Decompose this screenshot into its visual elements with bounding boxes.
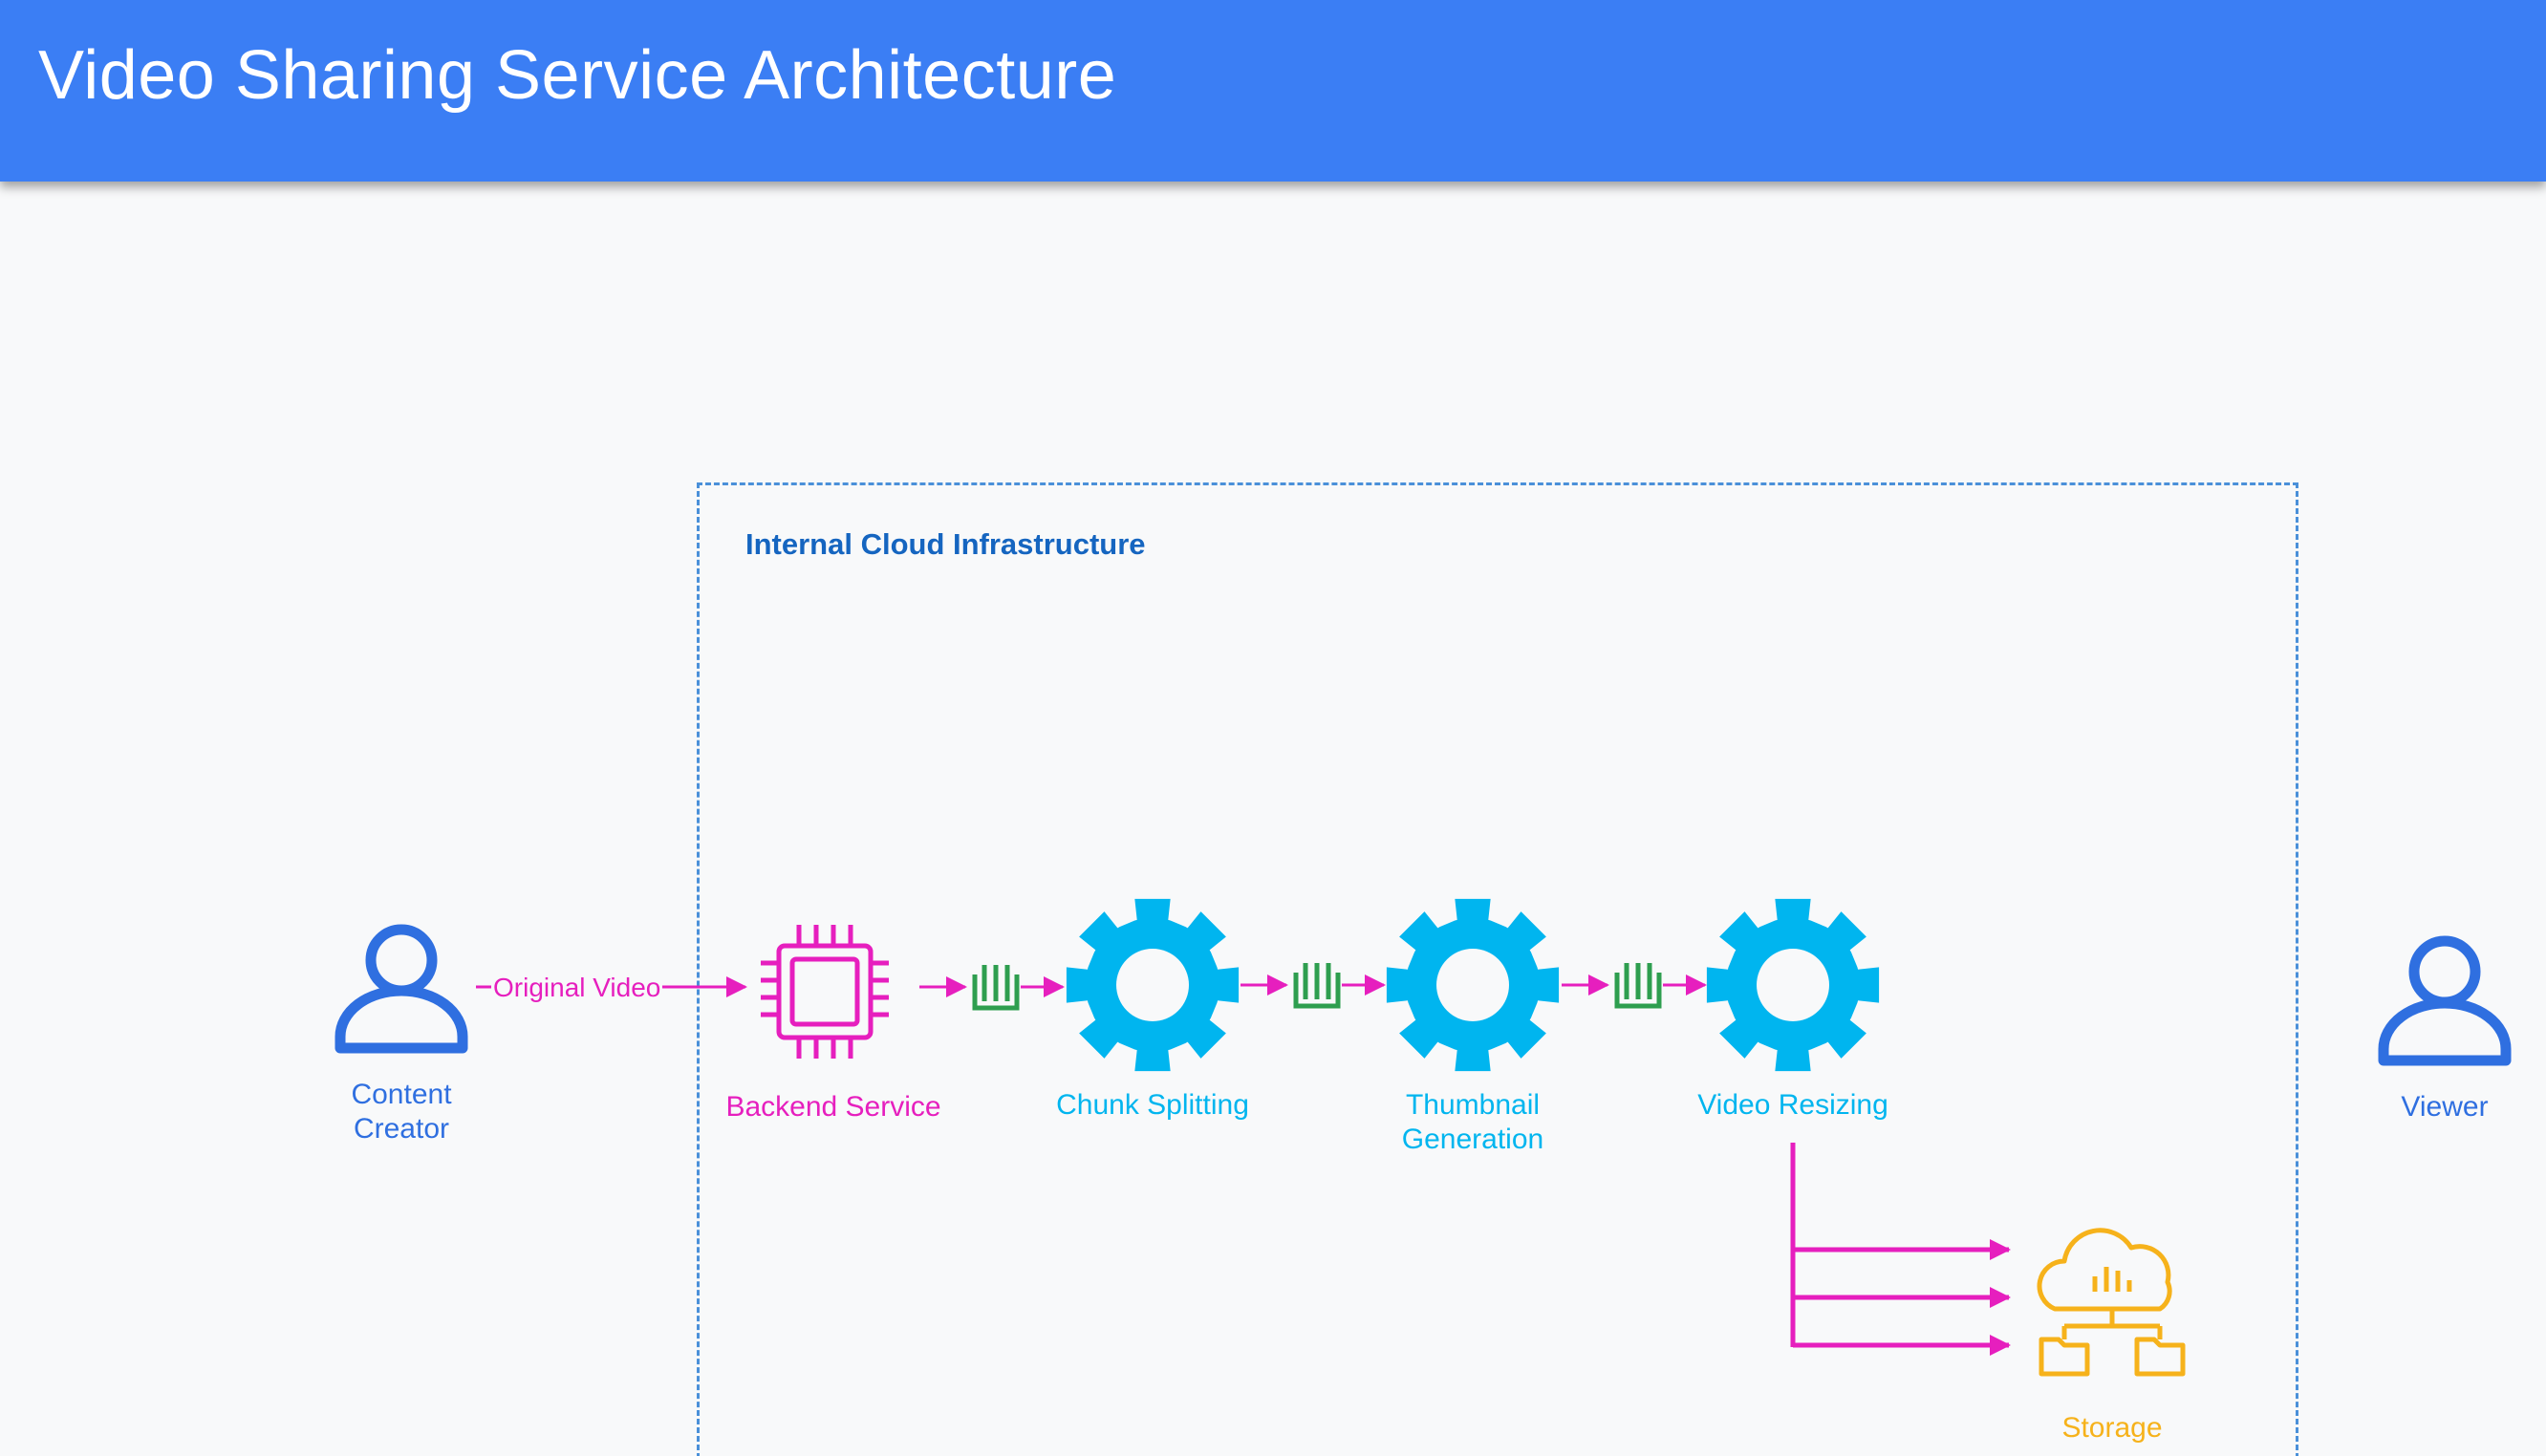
content-creator-user-icon xyxy=(334,924,468,1054)
chunk-splitting-label: Chunk Splitting xyxy=(1056,1089,1249,1121)
header-bar: Video Sharing Service Architecture xyxy=(0,0,2546,182)
gear-hole xyxy=(1116,949,1189,1021)
viewer-user-icon xyxy=(2378,935,2512,1066)
backend-service-label: Backend Service xyxy=(725,1091,941,1123)
queue-icon xyxy=(972,965,1020,1011)
queue-icon xyxy=(1293,963,1341,1009)
queue-icon xyxy=(1614,963,1662,1009)
page-title: Video Sharing Service Architecture xyxy=(38,37,1117,114)
internal-cloud-label: Internal Cloud Infrastructure xyxy=(745,527,1146,561)
cloud-storage-icon xyxy=(2037,1228,2186,1377)
processor-chip-icon xyxy=(761,925,889,1059)
video-resizing-label: Video Resizing xyxy=(1697,1089,1888,1121)
thumbnail-generation-label: Thumbnail Generation xyxy=(1401,1089,1544,1155)
chunk-splitting-gear-icon xyxy=(1066,898,1240,1072)
edge-resizing-to-storage xyxy=(1790,1143,2011,1356)
internal-cloud-boundary xyxy=(697,482,2298,1456)
gear-hole xyxy=(1757,949,1829,1021)
gear-hole xyxy=(1436,949,1509,1021)
edge-label-original-video: Original Video xyxy=(491,973,663,1003)
video-resizing-gear-icon xyxy=(1706,898,1880,1072)
viewer-label: Viewer xyxy=(2401,1091,2489,1123)
content-creator-label: Content Creator xyxy=(351,1079,452,1145)
storage-label: Storage xyxy=(2061,1412,2163,1444)
thumbnail-generation-gear-icon xyxy=(1386,898,1560,1072)
